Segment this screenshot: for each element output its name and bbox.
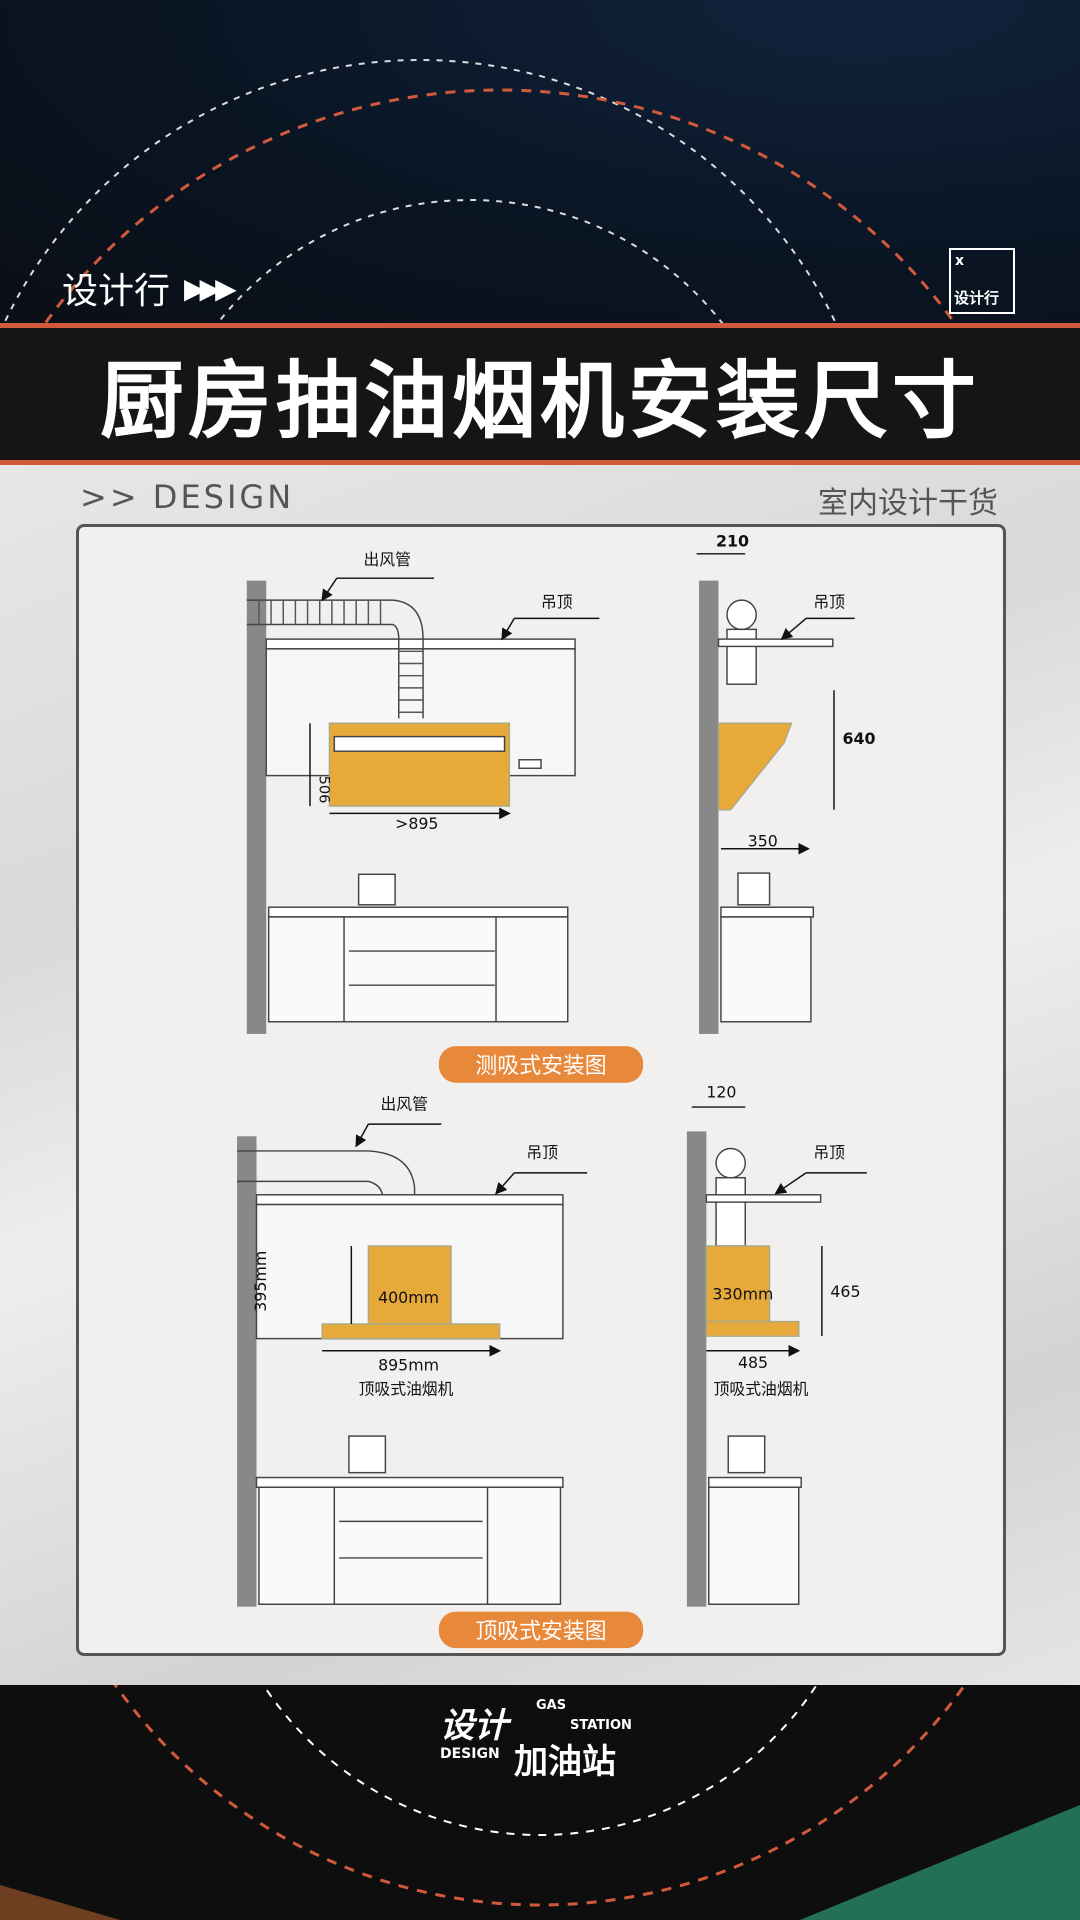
label-duct-2: 出风管 — [381, 1094, 428, 1113]
label-duct: 出风管 — [363, 550, 410, 569]
label-name: 顶吸式油烟机 — [359, 1380, 454, 1399]
installation-diagrams: 出风管 吊顶 506 >895 210 吊顶 640 350 测吸式安装图 出风… — [237, 531, 876, 1649]
dim-side-height-2: 465 — [830, 1282, 860, 1301]
caption-pill — [438, 1046, 644, 1083]
dim-side-height: 640 — [843, 729, 876, 748]
arrows-icon: ▶▶▶ — [184, 271, 237, 305]
caption-side-mounted: 测吸式安装图 — [475, 1054, 606, 1079]
wall — [246, 580, 267, 1034]
diagram-panel: 出风管 吊顶 506 >895 210 吊顶 640 350 测吸式安装图 出风… — [76, 524, 1006, 1656]
label-ceiling-side: 吊顶 — [813, 592, 845, 611]
dim-depth-2: 485 — [738, 1353, 768, 1372]
page-title: 厨房抽油烟机安装尺寸 — [99, 351, 980, 450]
label-ceiling-side-2: 吊顶 — [813, 1143, 845, 1162]
dim-body-width: 400mm — [378, 1288, 439, 1307]
dim-width-2: 895mm — [378, 1355, 439, 1374]
logo-design: DESIGN — [440, 1746, 500, 1762]
logo-cn2: 加油站 — [514, 1742, 616, 1782]
category-label: 室内设计干货 — [818, 486, 998, 521]
label-ceiling-2: 吊顶 — [526, 1143, 558, 1162]
title-bar: 厨房抽油烟机安装尺寸 — [0, 323, 1080, 465]
dim-height-2: 395mm — [251, 1251, 270, 1312]
dim-height: 506 — [316, 776, 333, 804]
footer-decoration — [0, 1685, 1080, 1920]
label-side-name: 顶吸式油烟机 — [714, 1380, 809, 1399]
brand-text: 设计行 — [62, 271, 171, 312]
footer-logo: 设计 GAS STATION DESIGN 加油站 — [440, 1698, 660, 1784]
design-label: >> DESIGN — [80, 478, 295, 516]
footer-banner — [0, 1685, 1080, 1920]
badge-mark: x — [955, 253, 965, 269]
caption-top-mounted: 顶吸式安装图 — [475, 1619, 606, 1644]
label-ceiling: 吊顶 — [541, 592, 573, 611]
dim-side-body: 330mm — [712, 1285, 773, 1304]
dim-duct: 210 — [716, 531, 749, 550]
logo-station: STATION — [570, 1718, 632, 1733]
logo-cn1: 设计 — [440, 1706, 508, 1746]
dim-depth: 350 — [748, 831, 778, 850]
caption-pill — [438, 1611, 644, 1649]
brand-label: 设计行 ▶▶▶ — [62, 262, 237, 314]
top-banner: 设计行 ▶▶▶ x 设计行 — [0, 0, 1080, 325]
dim-width: >895 — [395, 814, 438, 833]
dim-duct-2: 120 — [706, 1082, 736, 1101]
logo-gas: GAS — [536, 1698, 567, 1713]
badge-logo: x 设计行 — [949, 248, 1015, 314]
badge-text: 设计行 — [954, 289, 1000, 307]
